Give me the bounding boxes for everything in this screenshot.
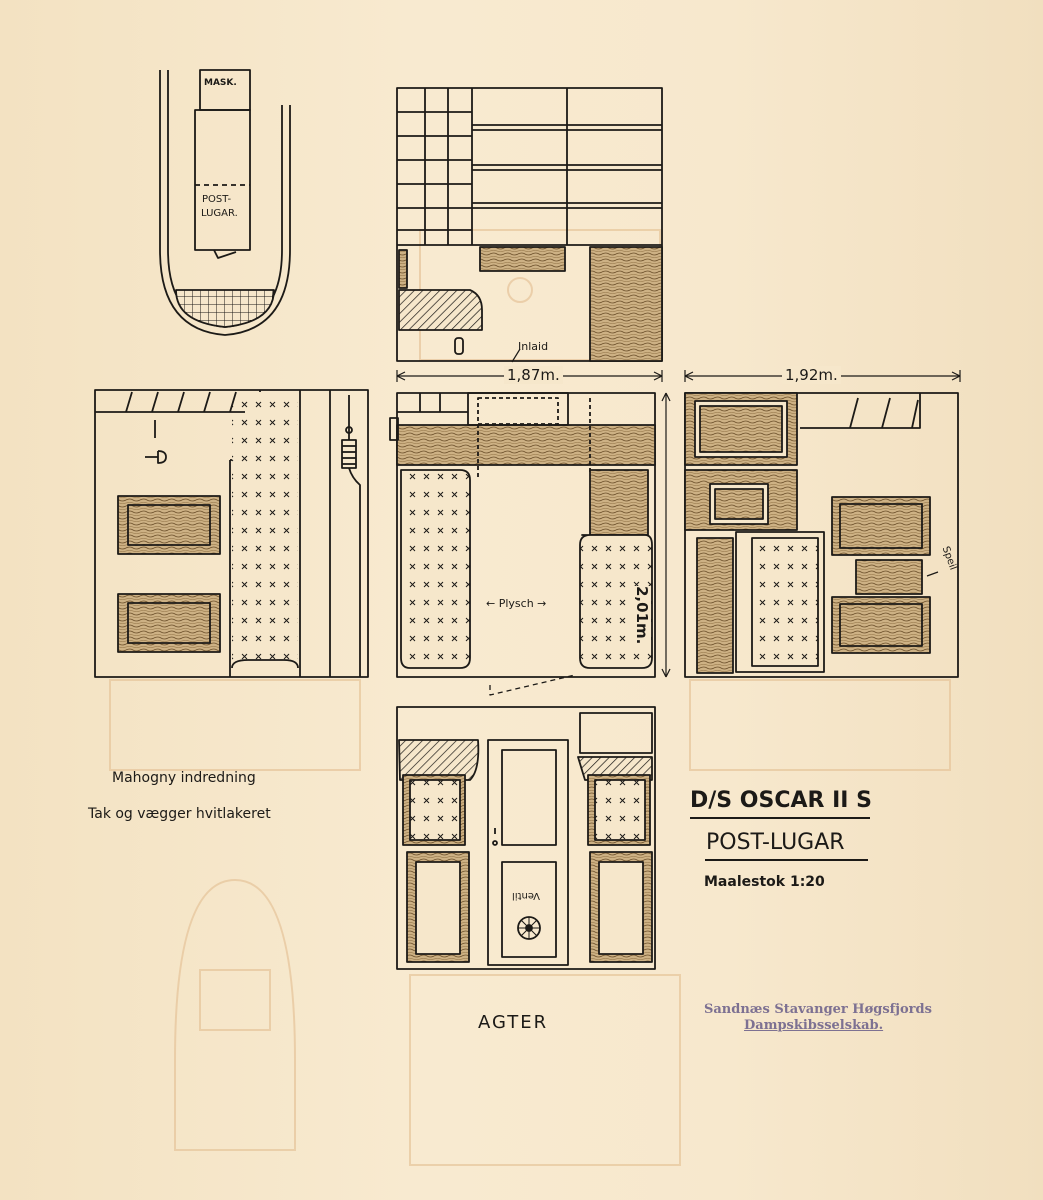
width-dimension-1: 1,87m. [504, 366, 563, 384]
drawer-rows [472, 124, 662, 209]
vent-slats [95, 391, 245, 413]
ship-outline-plan [159, 69, 291, 336]
ventil-label: Ventil [512, 890, 541, 901]
cabin-title: POST-LUGAR [706, 830, 845, 855]
stamp-line-1: Sandnæs Stavanger Høgsfjords [704, 1002, 932, 1017]
title-underlines [690, 817, 870, 861]
mask-label: MASK. [204, 78, 237, 88]
post-label-1: POST- [202, 194, 232, 205]
ship-name-title: D/S OSCAR II S [690, 788, 872, 813]
scale-label: Maalestok 1:20 [704, 874, 825, 890]
view-left-wall [94, 389, 369, 678]
door [487, 739, 569, 966]
aft-label: AGTER [478, 1012, 549, 1033]
machine-room-box [199, 69, 251, 111]
post-cabin-box [194, 109, 251, 251]
note-mahogany: Mahogny indredning [112, 770, 256, 786]
plysch-label: ← Plysch → [486, 597, 547, 610]
view-center-floor [389, 392, 656, 696]
pigeonhole-grid [397, 88, 473, 245]
inlaid-label: Inlaid [518, 340, 549, 353]
note-ceiling-walls: Tak og vægger hvitlakeret [88, 806, 271, 822]
view-right-wall [684, 392, 959, 678]
post-label-2: LUGAR. [201, 208, 238, 219]
height-dimension: 2,01m. [633, 586, 651, 645]
stamp-line-2: Dampskibsselskab. [744, 1018, 884, 1033]
width-dimension-2: 1,92m. [782, 366, 841, 384]
radiator [341, 395, 361, 677]
view-aft-wall [396, 706, 656, 970]
view-top-shelves [396, 87, 663, 363]
